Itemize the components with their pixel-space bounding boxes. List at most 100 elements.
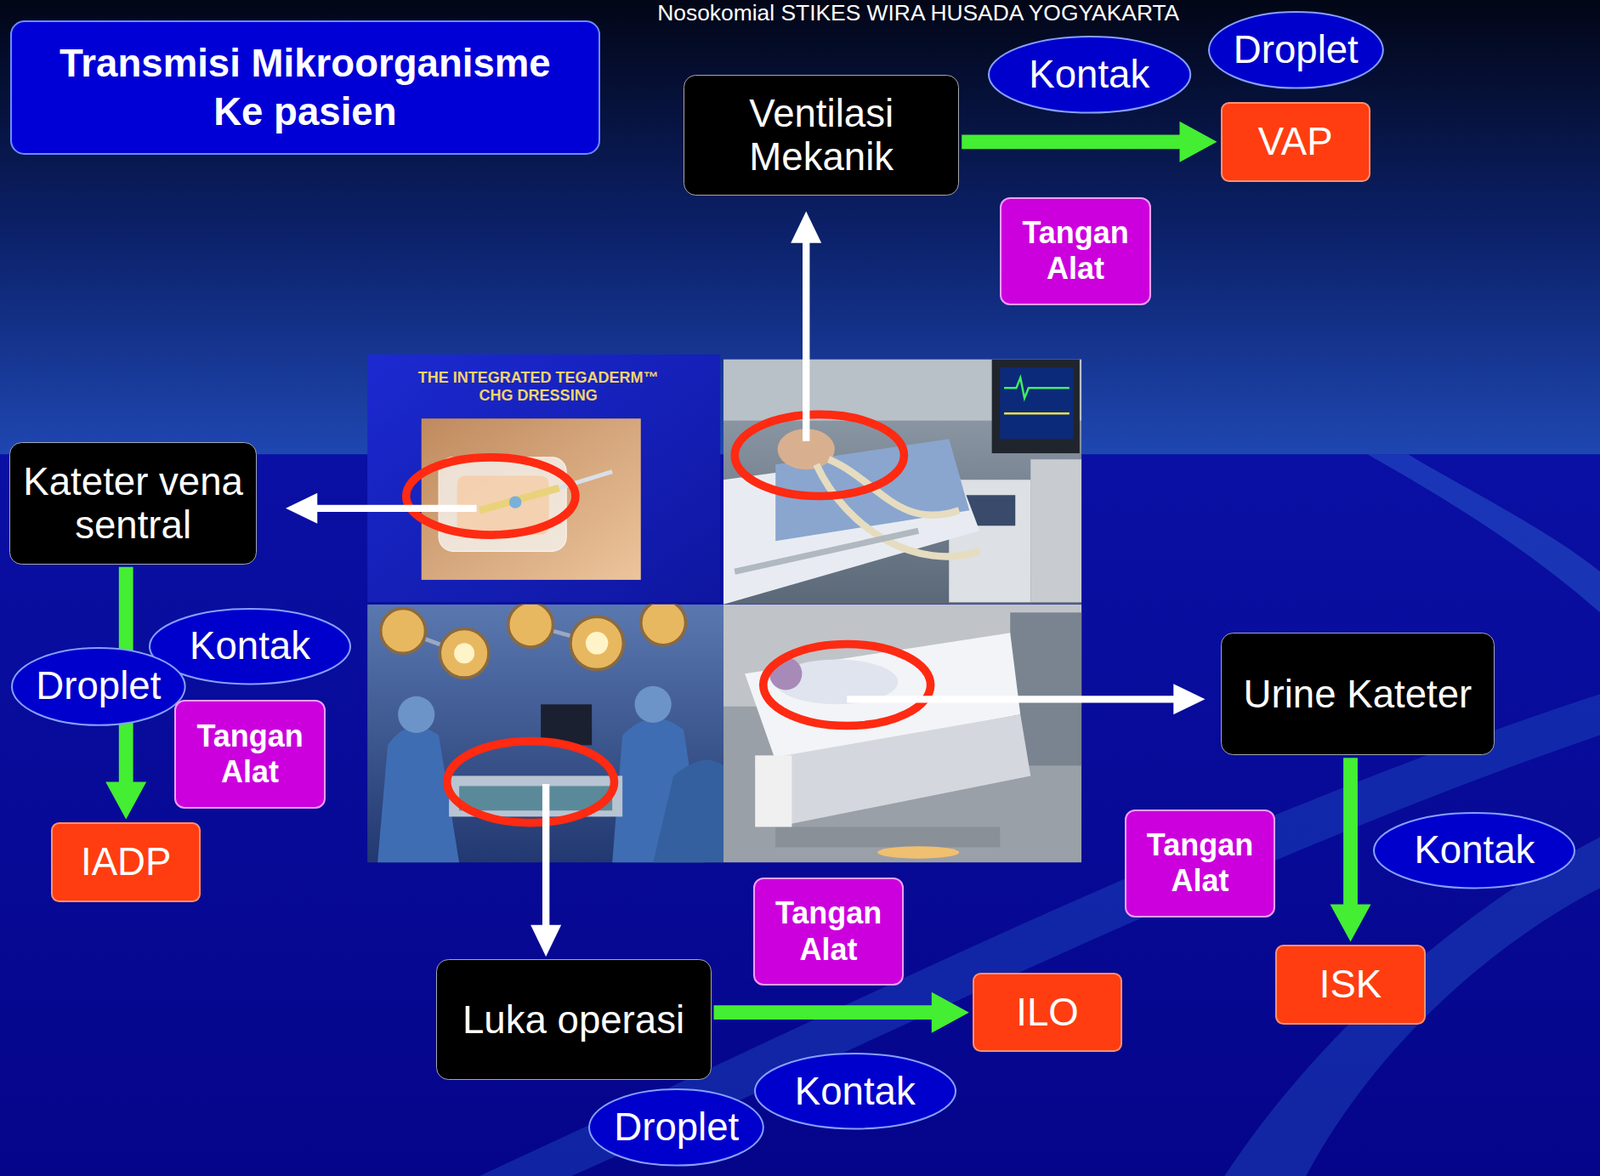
route-ellipse: Kontak bbox=[1372, 811, 1577, 890]
monitor bbox=[992, 359, 1080, 454]
node-text: Tangan Alat bbox=[1138, 827, 1262, 900]
node-text: Kontak bbox=[1413, 828, 1535, 872]
node-text: Droplet bbox=[613, 1106, 739, 1149]
equipment bbox=[1030, 459, 1082, 602]
device-box: Ventilasi Mekanik bbox=[683, 74, 959, 197]
node-text: VAP bbox=[1258, 120, 1334, 164]
dressing-photo bbox=[367, 354, 721, 603]
ellipse-fill bbox=[1208, 11, 1384, 89]
vector-box: Tangan Alat bbox=[1124, 809, 1277, 918]
surgical-lamp bbox=[641, 604, 687, 646]
pointer-line bbox=[315, 504, 477, 512]
ellipse-fill bbox=[988, 36, 1191, 114]
node-text: Droplet bbox=[35, 664, 161, 708]
node-text: Luka operasi bbox=[462, 998, 685, 1042]
infection-box: IADP bbox=[51, 822, 201, 903]
image-caption: THE INTEGRATED TEGADERM™ CHG DRESSING bbox=[402, 368, 674, 404]
urine-catheter-photo bbox=[723, 604, 1082, 863]
node-text: ISK bbox=[1319, 963, 1383, 1006]
node-text: Tangan Alat bbox=[1014, 215, 1138, 288]
red-circle bbox=[406, 457, 576, 535]
ellipse-fill bbox=[11, 647, 186, 726]
floor-light bbox=[877, 845, 959, 858]
label-box: THE INTEGRATED TEGADERM™ CHG DRESSING bbox=[402, 368, 674, 404]
bed-base bbox=[775, 826, 1000, 847]
surgical-lamp bbox=[380, 608, 426, 654]
node-text: Droplet bbox=[1233, 28, 1359, 72]
arrow-head bbox=[931, 992, 970, 1033]
tube bbox=[816, 464, 980, 557]
lamp-bulb bbox=[585, 631, 608, 654]
pointer-head bbox=[1173, 683, 1205, 715]
node-text: IADP bbox=[80, 840, 171, 884]
route-ellipse: Kontak bbox=[987, 34, 1192, 115]
route-ellipse: Droplet bbox=[1207, 10, 1385, 91]
pointer-head bbox=[530, 924, 562, 957]
pointer-line bbox=[846, 695, 1175, 703]
ellipse-fill bbox=[1373, 812, 1575, 888]
bed-frame bbox=[754, 714, 1031, 827]
chart bbox=[754, 754, 792, 827]
connector-arrow bbox=[1330, 757, 1372, 942]
red-circle bbox=[763, 644, 931, 727]
infection-box: ISK bbox=[1275, 944, 1425, 1025]
node-text: Kontak bbox=[189, 624, 311, 668]
node-text: Kontak bbox=[1028, 53, 1150, 97]
route-ellipse: Droplet bbox=[587, 1087, 766, 1168]
lamp-bulb bbox=[453, 642, 475, 664]
label-box: Nosokomial STIKES WIRA HUSADA YOGYAKARTA bbox=[510, 0, 1327, 26]
surgical-lamp bbox=[439, 629, 489, 679]
slide-ground bbox=[367, 354, 721, 603]
skin bbox=[421, 418, 642, 580]
catheter bbox=[479, 487, 560, 511]
surgeon-head bbox=[635, 686, 672, 723]
vector-box: Tangan Alat bbox=[174, 699, 326, 808]
ecg-trace bbox=[1004, 377, 1070, 398]
swoosh bbox=[1367, 453, 1600, 613]
node-text: Ventilasi Mekanik bbox=[697, 91, 947, 179]
pointer-head bbox=[285, 493, 318, 524]
catheter-hub bbox=[509, 495, 522, 508]
connector-line bbox=[714, 1004, 933, 1020]
route-ellipse: Droplet bbox=[10, 646, 188, 727]
node-text: Urine Kateter bbox=[1243, 672, 1473, 716]
top-ground bbox=[0, 0, 1600, 457]
device-box: Luka operasi bbox=[436, 958, 712, 1080]
route-ellipse: Kontak bbox=[753, 1051, 958, 1130]
title-box: Transmisi Mikroorganisme Ke pasien bbox=[10, 20, 601, 155]
room bbox=[723, 359, 1082, 605]
arrow-head bbox=[105, 781, 147, 819]
surgical-lamp bbox=[508, 604, 554, 647]
connector-line bbox=[1343, 757, 1358, 905]
connector-arrow bbox=[714, 992, 970, 1033]
monitor-screen bbox=[999, 367, 1073, 439]
ellipse-fill bbox=[589, 1089, 764, 1166]
pointer-line bbox=[802, 240, 810, 441]
pointer-line bbox=[542, 783, 550, 927]
node-text: ILO bbox=[1015, 991, 1079, 1034]
connector-line bbox=[961, 134, 1181, 149]
red-circle bbox=[734, 414, 904, 496]
node-text: Kateter vena sentral bbox=[22, 459, 244, 547]
device-box: Kateter vena sentral bbox=[9, 442, 258, 565]
arrow-head bbox=[1330, 903, 1372, 942]
surgical-lamp bbox=[570, 616, 624, 670]
infection-box: VAP bbox=[1220, 102, 1371, 182]
device-box: Urine Kateter bbox=[1220, 632, 1496, 755]
ellipse-fill bbox=[754, 1053, 956, 1129]
pointer-head bbox=[790, 211, 822, 244]
header-text: Nosokomial STIKES WIRA HUSADA YOGYAKARTA bbox=[510, 0, 1327, 26]
node-text: Tangan Alat bbox=[188, 718, 313, 791]
infection-box: ILO bbox=[972, 972, 1123, 1053]
room bbox=[723, 604, 1082, 863]
vector-box: Tangan Alat bbox=[753, 877, 905, 986]
bed-rail bbox=[734, 530, 919, 572]
surgeon bbox=[652, 760, 724, 863]
ventilator-photo bbox=[723, 359, 1082, 605]
surgeon-head bbox=[397, 696, 435, 733]
arrow-head bbox=[1180, 121, 1218, 163]
vector-box: Tangan Alat bbox=[999, 197, 1152, 306]
title-text: Transmisi Mikroorganisme Ke pasien bbox=[36, 39, 574, 137]
